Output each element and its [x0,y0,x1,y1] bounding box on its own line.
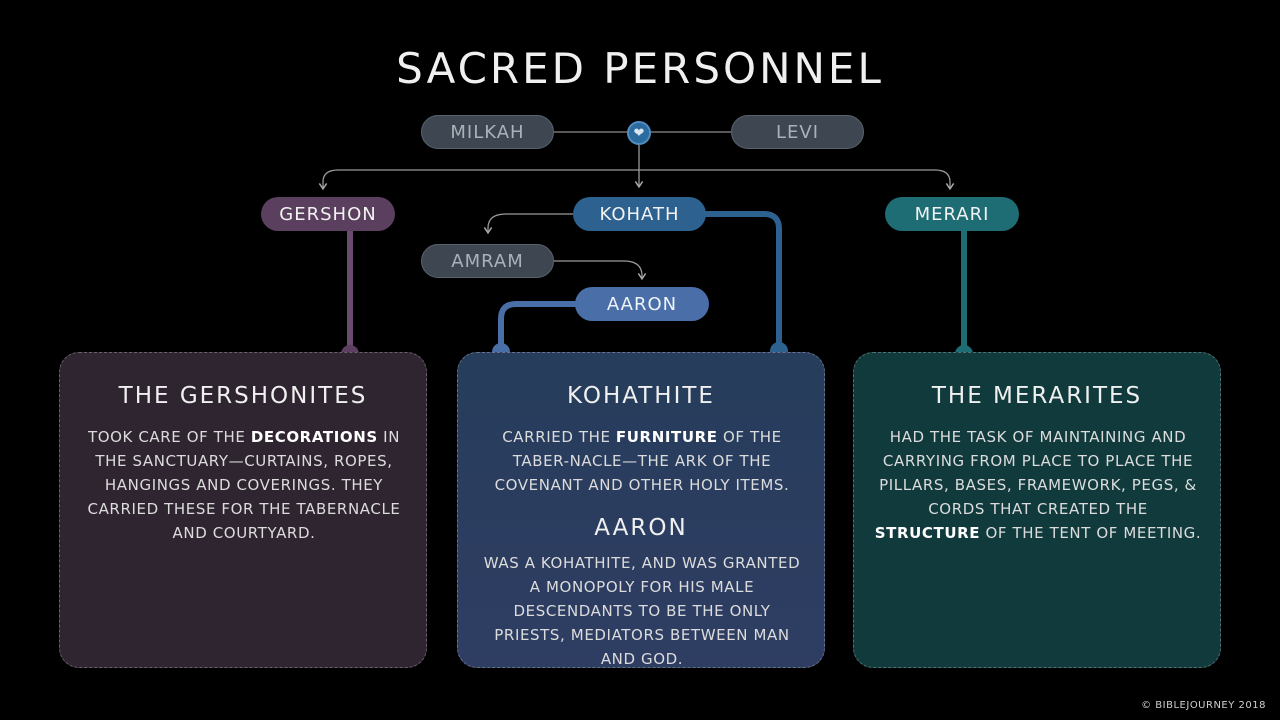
node-amram: AMRAM [421,244,554,278]
branch-to-merari [639,169,955,191]
branch-to-gershon [318,169,639,191]
node-kohath: KOHATH [573,197,706,231]
node-gershon: GERSHON [261,197,395,231]
copyright: © BIBLEJOURNEY 2018 [1141,700,1266,711]
card-merarites-text: HAD THE TASK OF MAINTAINING AND CARRYING… [874,428,1202,542]
node-aaron: AARON [575,287,709,321]
kohath-to-amram-line [483,213,573,235]
card-kohathite-bold: FURNITURE [615,428,718,446]
card-aaron-heading: AARON [594,515,688,541]
card-merarites-bold: STRUCTURE [874,524,981,542]
page-title: SACRED PERSONNEL [396,44,884,93]
card-kohathite: KOHATHITE CARRIED THE FURNITURE OF THE T… [457,352,825,668]
card-kohathite-text: CARRIED THE FURNITURE OF THE TABER-NACLE… [494,428,790,494]
card-merarites: THE MERARITES HAD THE TASK OF MAINTAININ… [853,352,1221,668]
kohath-link [705,211,782,346]
node-levi: LEVI [731,115,864,149]
card-gershonites: THE GERSHONITES TOOK CARE OF THE DECORAT… [59,352,427,668]
card-gershonites-bold: DECORATIONS [250,428,378,446]
card-kohathite-heading: KOHATHITE [567,383,715,409]
card-aaron-text: WAS A KOHATHITE, AND WAS GRANTED A MONOP… [483,554,801,668]
heart-icon: ❤ [627,121,651,145]
card-merarites-heading: THE MERARITES [931,383,1143,409]
node-merari: MERARI [885,197,1019,231]
card-gershonites-text: TOOK CARE OF THE DECORATIONS IN THE SANC… [87,428,401,542]
aaron-link [498,301,576,346]
amram-to-aaron-line [553,260,647,281]
node-milkah: MILKAH [421,115,554,149]
card-gershonites-heading: THE GERSHONITES [118,383,368,409]
